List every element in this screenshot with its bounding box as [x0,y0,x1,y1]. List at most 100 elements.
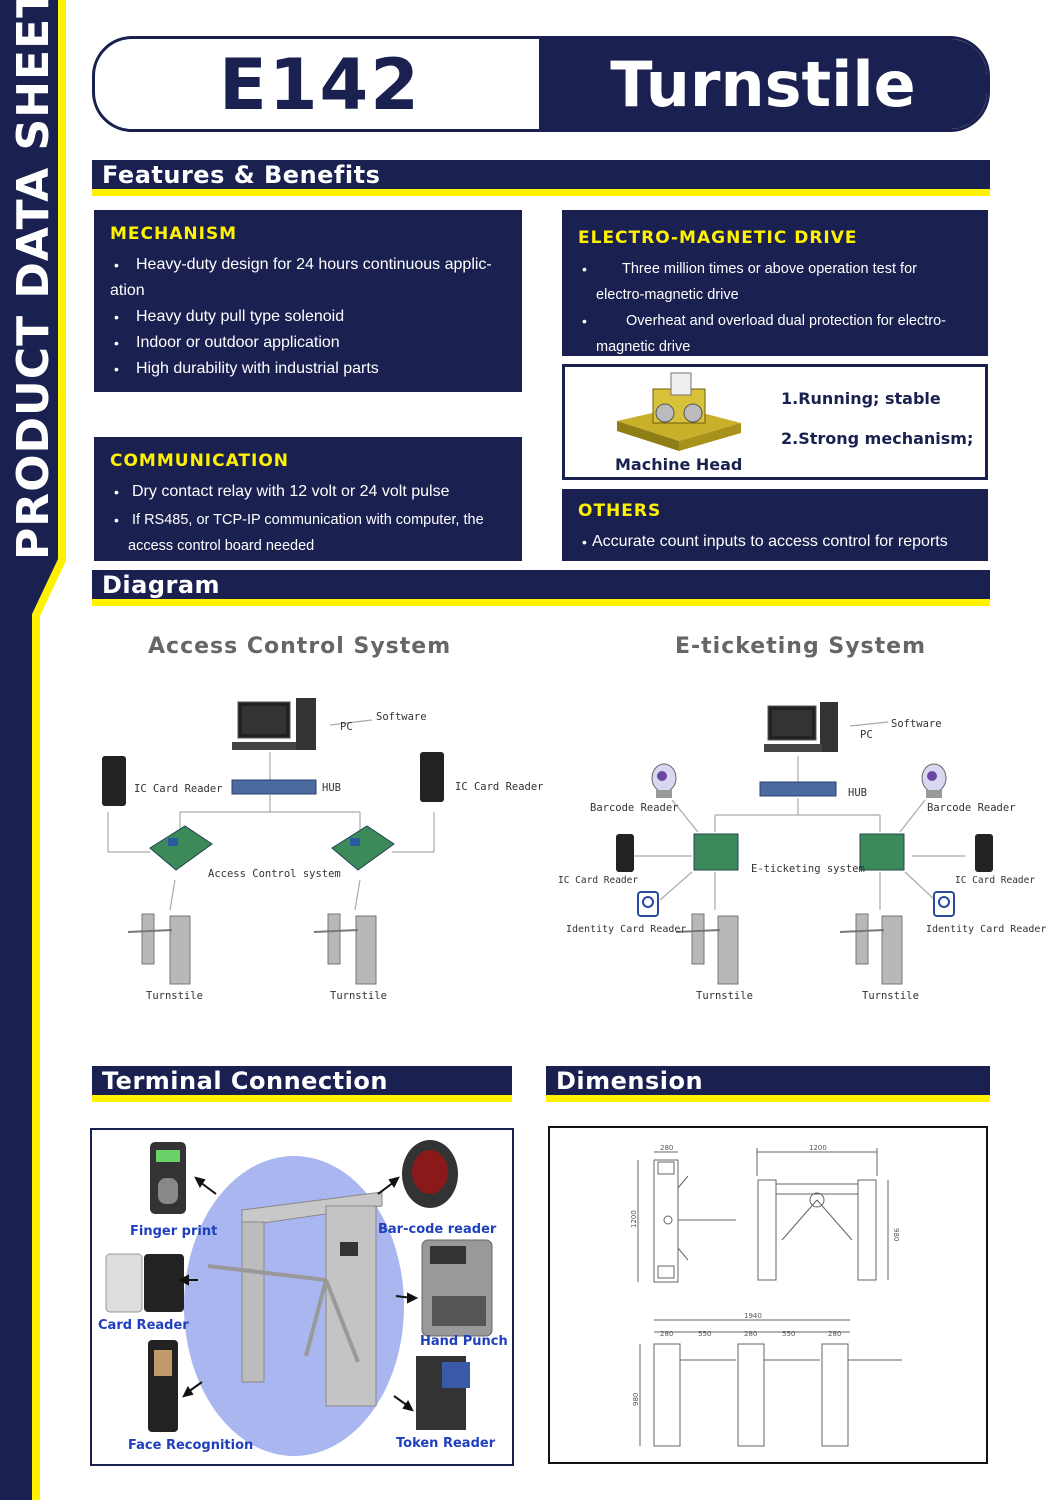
terminal-fingerprint-label: Finger print [130,1224,218,1239]
eticketing-title: E-ticketing System [675,634,926,659]
fingerprint-device-icon [150,1142,186,1214]
eticket-hub-icon [759,781,837,797]
side-banner: PRODUCT DATA SHEET [0,0,80,1500]
terminal-token-label: Token Reader [396,1436,496,1451]
dim-1200-width: 1200 [809,1144,827,1152]
access-software-label: Software [376,711,427,723]
access-turnstile-right-label: Turnstile [330,990,387,1002]
eticket-identity-right-label: Identity Card Reader [926,924,1047,935]
eticket-ic-reader-left-icon [616,834,634,872]
dim-280-lane-3: 280 [828,1330,841,1338]
side-banner-text: PRODUCT DATA SHEET [8,0,59,560]
terminal-drawing [105,1140,493,1456]
eticket-identity-right-icon [933,891,955,917]
eticket-ic-left-label: IC Card Reader [558,875,639,886]
eticket-identity-left-label: Identity Card Reader [566,924,687,935]
communication-item: If RS485, or TCP-IP communication with c… [110,507,506,533]
machine-head-box: Machine Head 1.Running; stable 2.Strong … [562,364,988,480]
electro-item: Overheat and overload dual protection fo… [578,308,972,334]
terminal-connection-box: Finger print Bar-code reader Card Reader… [90,1128,514,1466]
eticket-identity-left-icon [637,891,659,917]
eticket-barcode-right-icon [921,763,947,798]
communication-item-cont: access control board needed [128,538,315,554]
communication-heading: COMMUNICATION [110,451,290,471]
communication-item: Dry contact relay with 12 volt or 24 vol… [110,479,506,505]
access-control-title: Access Control System [148,634,452,659]
mechanism-box: MECHANISM Heavy-duty design for 24 hours… [94,210,522,392]
terminal-barcode-label: Bar-code reader [378,1222,497,1237]
others-item: Accurate count inputs to access control … [578,529,972,555]
mechanism-item: Indoor or outdoor application [110,330,506,356]
machine-head-label: Machine Head [615,455,743,474]
title-bar: E142 Turnstile [92,36,990,132]
card-reader-icon [105,1253,184,1313]
dim-550-lane-1: 550 [698,1330,711,1338]
mechanism-item: Heavy-duty design for 24 hours continuou… [110,252,506,278]
access-turnstile-left-label: Turnstile [146,990,203,1002]
eticket-barcode-left-label: Barcode Reader [590,802,679,814]
electro-item-cont: electro-magnetic drive [596,287,739,303]
face-recognition-icon [148,1340,178,1432]
dim-280-lane-1: 280 [660,1330,673,1338]
dim-1940: 1940 [744,1312,762,1320]
eticket-hub-label: HUB [848,787,867,799]
eticket-turnstile-left-label: Turnstile [696,990,753,1002]
access-pc-label: PC [340,721,353,733]
dim-980-front: 980 [892,1228,900,1241]
dim-1200-side: 1200 [630,1210,638,1228]
access-ic-right-label: IC Card Reader [455,781,544,793]
access-turnstile-right-icon [313,913,377,985]
product-model: E142 [219,44,421,126]
terminal-turnstile-post-left [241,1221,265,1383]
access-turnstile-left-icon [127,913,191,985]
terminal-header: Terminal Connection [92,1066,512,1102]
dim-280-top: 280 [660,1144,673,1152]
access-ic-reader-right-icon [420,752,444,802]
eticket-system-label: E-ticketing system [751,863,865,875]
terminal-turnstile-cabinet [325,1205,377,1407]
product-name: Turnstile [539,39,987,129]
barcode-scanner-icon [402,1140,458,1208]
features-header: Features & Benefits [92,160,990,196]
electro-box: ELECTRO-MAGNETIC DRIVE Three million tim… [562,210,988,356]
dimension-drawing: 280 1200 1200 980 1940 280 550 280 550 2… [630,1144,902,1447]
communication-box: COMMUNICATION Dry contact relay with 12 … [94,437,522,561]
access-ic-reader-left-icon [102,756,126,806]
eticket-pc-icon [764,702,838,752]
others-heading: OTHERS [578,501,662,521]
access-board-left-icon [149,825,213,871]
eticket-board-right-icon [859,833,905,871]
terminal-hand-punch-label: Hand Punch [420,1334,508,1349]
eticket-turnstile-right-label: Turnstile [862,990,919,1002]
access-hub-label: HUB [322,782,341,794]
dimension-box: 280 1200 1200 980 1940 280 550 280 550 2… [548,1126,988,1464]
hand-punch-icon [421,1239,493,1337]
eticket-ic-reader-right-icon [975,834,993,872]
token-reader-icon [416,1356,470,1430]
access-pc-icon [232,698,316,750]
machine-point-2: 2.Strong mechanism; [781,429,974,448]
mechanism-item-cont: ation [110,282,145,299]
terminal-face-label: Face Recognition [128,1438,254,1453]
mechanism-item: High durability with industrial parts [110,356,506,382]
terminal-card-reader-label: Card Reader [98,1318,189,1333]
dimension-header: Dimension [546,1066,990,1102]
access-board-right-icon [331,825,395,871]
eticket-pc-label: PC [860,729,873,741]
electro-item-cont: magnetic drive [596,339,691,355]
electro-heading: ELECTRO-MAGNETIC DRIVE [578,228,858,248]
dim-980-plan: 980 [632,1393,640,1406]
diagram-header: Diagram [92,570,990,606]
machine-point-1: 1.Running; stable [781,389,941,408]
machine-head-image [617,372,741,451]
eticket-turnstile-right-icon [839,913,903,985]
side-banner-shape [0,0,66,1500]
access-hub-icon [231,779,317,795]
eticket-ic-right-label: IC Card Reader [955,875,1036,886]
eticket-board-left-icon [693,833,739,871]
eticket-software-label: Software [891,718,942,730]
mechanism-item: Heavy duty pull type solenoid [110,304,506,330]
dim-280-lane-2: 280 [744,1330,757,1338]
access-controller-label: Access Control system [208,868,341,880]
electro-item: Three million times or above operation t… [578,256,972,282]
